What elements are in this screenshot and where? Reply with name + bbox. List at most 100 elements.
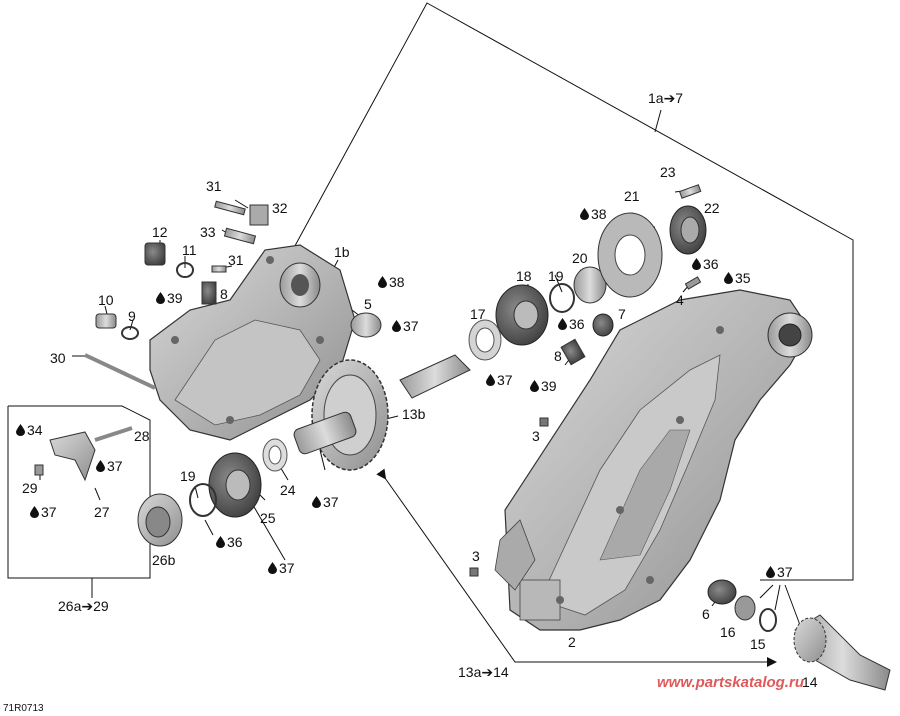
callout-text: 36 <box>569 316 585 332</box>
oil-drop-icon <box>530 380 539 392</box>
hardware <box>34 184 702 577</box>
callout-text: 3 <box>472 548 480 564</box>
callout-4: 4 <box>676 292 684 308</box>
callout-19a: 19 <box>548 268 564 284</box>
bracket-13a-14 <box>376 468 777 667</box>
callout-25: 25 <box>260 510 276 526</box>
callout-text: 13b <box>402 406 426 422</box>
callout-text: 39 <box>167 290 183 306</box>
callout-text: 1a➔7 <box>648 90 684 106</box>
callout-6: 6 <box>702 606 710 622</box>
callout-text: 36 <box>703 256 719 272</box>
callout-12: 12 <box>152 224 168 240</box>
callout-3a: 3 <box>532 428 540 444</box>
callout-text: 36 <box>227 534 243 550</box>
callout-text: 23 <box>660 164 676 180</box>
right-housing <box>494 289 813 631</box>
callout-11: 11 <box>182 242 197 258</box>
callout-text: 38 <box>591 206 607 222</box>
callout-8a: 8 <box>554 348 562 364</box>
bracket-1a-7 <box>289 2 854 581</box>
callout-32: 32 <box>272 200 288 216</box>
callout-23: 23 <box>660 164 676 180</box>
oil-drop-icon <box>580 208 589 220</box>
callout-text: 19 <box>548 268 564 284</box>
callout-text: 7 <box>618 306 626 322</box>
callout-13b: 13b <box>402 406 425 422</box>
callout-text: 30 <box>50 350 66 366</box>
left-housing <box>149 244 356 441</box>
callout-19b: 19 <box>180 468 196 484</box>
callout-text: 28 <box>134 428 150 444</box>
callout-27: 27 <box>94 504 110 520</box>
callout-37c: 37 <box>96 458 123 474</box>
leader-1a-7 <box>654 109 662 133</box>
callout-text: 4 <box>676 292 684 308</box>
ring-gear-shaft <box>293 354 471 471</box>
callout-text: 10 <box>98 292 114 308</box>
callout-22: 22 <box>704 200 720 216</box>
callout-text: 37 <box>323 494 339 510</box>
callout-17: 17 <box>470 306 486 322</box>
callout-text: 32 <box>272 200 288 216</box>
callout-text: 34 <box>27 422 43 438</box>
callout-text: 31 <box>206 178 222 194</box>
oil-drop-icon <box>312 496 321 508</box>
callout-text: 8 <box>220 286 228 302</box>
callout-text: 26a➔29 <box>58 598 109 614</box>
callout-text: 35 <box>735 270 751 286</box>
pinion-gear <box>793 614 891 691</box>
callout-1a7: 1a➔7 <box>648 90 683 106</box>
drawing-code: 71R0713 <box>3 703 44 714</box>
callout-3b: 3 <box>472 548 480 564</box>
callout-text: 14 <box>802 674 818 690</box>
callout-text: 11 <box>182 242 197 258</box>
callout-37f: 37 <box>268 560 295 576</box>
oil-drop-icon <box>156 292 165 304</box>
callout-31b: 31 <box>228 252 244 268</box>
callout-18: 18 <box>516 268 532 284</box>
callout-38a: 38 <box>580 206 607 222</box>
callout-text: 37 <box>403 318 419 334</box>
callout-text: 15 <box>750 636 766 652</box>
oil-drop-icon <box>378 276 387 288</box>
callout-text: 24 <box>280 482 296 498</box>
callout-9: 9 <box>128 308 136 324</box>
callout-20: 20 <box>572 250 588 266</box>
callout-text: 37 <box>279 560 295 576</box>
callout-28: 28 <box>134 428 150 444</box>
callout-36c: 36 <box>216 534 243 550</box>
oil-drop-icon <box>724 272 733 284</box>
callout-10: 10 <box>98 292 114 308</box>
oil-drop-icon <box>692 258 701 270</box>
callout-37g: 37 <box>766 564 793 580</box>
callout-text: 13a➔14 <box>458 664 509 680</box>
callout-7: 7 <box>618 306 626 322</box>
callout-35: 35 <box>724 270 751 286</box>
callout-16: 16 <box>720 624 736 640</box>
callout-text: 37 <box>41 504 57 520</box>
callout-13a14: 13a➔14 <box>458 664 509 680</box>
callout-24: 24 <box>280 482 296 498</box>
callout-text: 6 <box>702 606 710 622</box>
callout-text: 37 <box>497 372 513 388</box>
callout-36b: 36 <box>558 316 585 332</box>
callout-text: 3 <box>532 428 540 444</box>
callout-text: 20 <box>572 250 588 266</box>
callout-text: 8 <box>554 348 562 364</box>
callout-37d: 37 <box>30 504 57 520</box>
callout-text: 22 <box>704 200 720 216</box>
callout-38b: 38 <box>378 274 405 290</box>
callout-text: 38 <box>389 274 405 290</box>
oil-drop-icon <box>268 562 277 574</box>
watermark: www.partskatalog.ru <box>657 674 804 691</box>
callout-26b: 26b <box>152 552 175 568</box>
callout-30: 30 <box>50 350 66 366</box>
callout-text: 29 <box>22 480 38 496</box>
oil-drop-icon <box>96 460 105 472</box>
callout-15: 15 <box>750 636 766 652</box>
callout-29: 29 <box>22 480 38 496</box>
callout-text: 39 <box>541 378 557 394</box>
callout-text: 26b <box>152 552 176 568</box>
